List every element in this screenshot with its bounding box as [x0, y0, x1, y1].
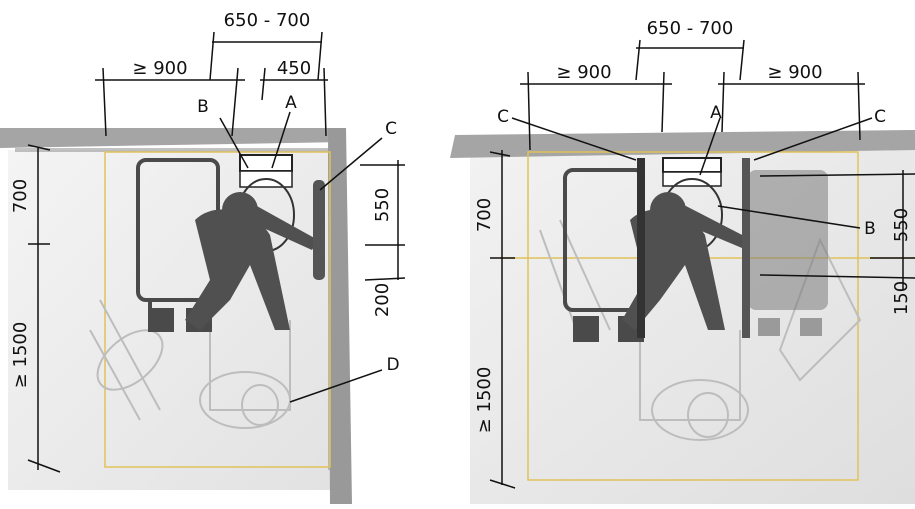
- right-dim-lines: [489, 39, 915, 489]
- right-dim-toilet-offset: 650 - 700: [647, 18, 734, 39]
- right-floor-area: [470, 150, 915, 504]
- right-dim-grab-bar-offset: 150: [891, 281, 912, 315]
- right-left-grab-bar: [637, 158, 645, 338]
- right-dim-depth-rest: ≥ 1500: [474, 367, 495, 434]
- right-right-grab-bar: [742, 158, 750, 338]
- left-dim-side-clear: ≥ 900: [132, 58, 187, 79]
- right-label-c-left: C: [497, 107, 509, 127]
- left-dim-toilet-offset: 650 - 700: [224, 10, 311, 31]
- left-dim-grab-bar-offset: 200: [372, 283, 393, 317]
- right-dim-depth-front: 700: [474, 198, 495, 232]
- left-plan: 650 - 700 ≥ 900 450 700 ≥ 1500 550 200 B…: [0, 10, 406, 504]
- left-grab-bar: [313, 180, 325, 280]
- left-toilet: [237, 154, 295, 252]
- right-dim-grab-bar-length: 550: [891, 208, 912, 242]
- left-ghost-wheelchair: [89, 299, 291, 429]
- right-person: [622, 192, 748, 330]
- left-dim-depth-rest: ≥ 1500: [10, 322, 31, 389]
- right-dim-side-clear-left: ≥ 900: [556, 62, 611, 83]
- right-label-c-right: C: [874, 107, 886, 127]
- left-side-wall: [328, 128, 352, 504]
- left-dim-wall-to-axis: 450: [277, 58, 311, 79]
- left-label-c: C: [385, 119, 397, 139]
- left-label-a: A: [285, 93, 297, 113]
- right-plan: 650 - 700 ≥ 900 ≥ 900 700 ≥ 1500 550 150…: [450, 18, 915, 504]
- left-label-b: B: [197, 97, 209, 117]
- left-dim-depth-front: 700: [10, 179, 31, 213]
- left-person: [185, 192, 318, 330]
- right-label-b: B: [864, 219, 876, 239]
- left-dim-lines: [27, 31, 406, 473]
- right-dim-side-clear-right: ≥ 900: [767, 62, 822, 83]
- left-label-d: D: [386, 355, 399, 375]
- left-back-wall: [0, 128, 345, 148]
- left-dim-grab-bar-length: 550: [372, 188, 393, 222]
- right-label-a: A: [710, 103, 722, 123]
